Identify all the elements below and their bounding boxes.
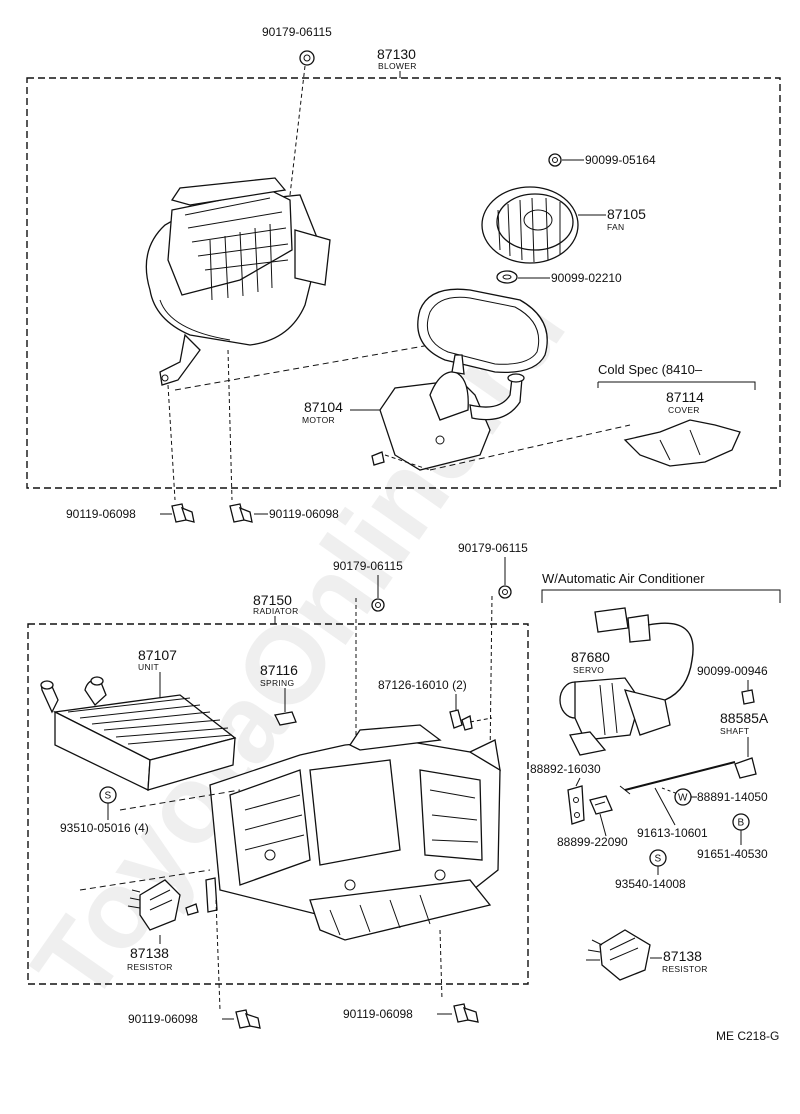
caption-spring: SPRING [260, 678, 294, 688]
label-screw-b: 91651-40530 [697, 847, 768, 861]
svg-text:W: W [678, 793, 688, 804]
resistor2-icon [586, 929, 651, 981]
label-motor-part: 87104 [304, 399, 343, 415]
blower-boundary [26, 77, 781, 489]
svg-text:S: S [655, 854, 662, 865]
label-connector: 88899-22090 [557, 835, 628, 849]
caption-resistor: RESISTOR [127, 962, 173, 972]
screw-s2-marker: S [649, 849, 667, 867]
clip-c-icon [449, 709, 473, 731]
motor-icon [379, 354, 525, 471]
caption-servo: SERVO [573, 665, 604, 675]
motor-screw-icon [371, 451, 385, 466]
label-washer: 90099-02210 [551, 271, 622, 285]
bolt-left-icon [171, 503, 195, 523]
spring-icon [274, 711, 297, 726]
auto-ac-group: W/Automatic Air Conditioner 87680 SERVO … [530, 571, 781, 981]
washer-icon [496, 270, 518, 284]
servo-icon [559, 607, 694, 756]
label-radiator-part: 87150 [253, 592, 292, 608]
label-screw-s: 93540-14008 [615, 877, 686, 891]
nut-icon [548, 153, 562, 167]
label-bracket: 88892-16030 [530, 762, 601, 776]
label-cold-spec: Cold Spec (8410– [598, 362, 703, 377]
label-unit-part: 87107 [138, 647, 177, 663]
caption-fan: FAN [607, 222, 624, 232]
label-clip-b: 90179-06115 [458, 541, 528, 555]
label-clip-a: 90179-06115 [333, 559, 403, 573]
clip-top-icon [299, 50, 315, 66]
screw-b-marker: B [732, 813, 750, 831]
bolt-right-icon [229, 503, 253, 523]
watermark: ToyotaOnline.ru [9, 269, 589, 1024]
connector-icon [589, 795, 613, 815]
caption-resistor2: RESISTOR [662, 964, 708, 974]
label-rod: 91613-10601 [637, 826, 708, 840]
label-servo-part: 87680 [571, 649, 610, 665]
label-screw: 93510-05016 (4) [60, 821, 149, 835]
label-blower-part: 87130 [377, 46, 416, 62]
caption-motor: MOTOR [302, 415, 335, 425]
label-radiator-bolt-right: 90119-06098 [343, 1007, 413, 1021]
fan-icon [481, 186, 579, 264]
svg-text:S: S [105, 791, 112, 802]
cover-icon [623, 419, 741, 467]
clip-w-marker: W [674, 788, 692, 806]
bolt-radiator-left-icon [235, 1009, 261, 1029]
caption-cover: COVER [668, 405, 700, 415]
blower-group: 90179-06115 87130 BLOWER [26, 25, 781, 523]
label-radiator-bolt-left: 90119-06098 [128, 1012, 198, 1026]
shaft-icon [619, 757, 757, 795]
label-shaft-part: 88585A [720, 710, 769, 726]
radiator-group: 87150 RADIATOR 90179-06115 90179-06115 8… [27, 541, 529, 1029]
label-resistor2-part: 87138 [663, 948, 702, 964]
blower-housing-icon [145, 177, 331, 386]
bolt-radiator-right-icon [453, 1003, 479, 1023]
label-resistor-part: 87138 [130, 945, 169, 961]
resistor-icon [127, 879, 199, 931]
label-cover-part: 87114 [666, 389, 704, 405]
label-blower-bolt-left: 90119-06098 [66, 507, 136, 521]
label-clip-w: 88891-14050 [697, 790, 768, 804]
label-servo-bolt: 90099-00946 [697, 664, 768, 678]
label-clip-top: 90179-06115 [262, 25, 332, 39]
label-spring-part: 87116 [260, 662, 298, 678]
svg-text:B: B [738, 818, 745, 829]
label-nut: 90099-05164 [585, 153, 656, 167]
label-auto-ac: W/Automatic Air Conditioner [542, 571, 705, 586]
label-clip-c: 87126-16010 (2) [378, 678, 467, 692]
caption-shaft: SHAFT [720, 726, 749, 736]
bracket-icon [567, 785, 585, 825]
gasket-icon [417, 288, 548, 374]
servo-bolt-icon [741, 689, 755, 705]
heater-case-icon [205, 724, 501, 941]
caption-blower: BLOWER [378, 61, 417, 71]
caption-unit: UNIT [138, 662, 159, 672]
screw-s-marker: S [99, 786, 117, 804]
label-blower-bolt-right: 90119-06098 [269, 507, 339, 521]
label-fan-part: 87105 [607, 206, 646, 222]
diagram-code: ME C218-G [716, 1029, 779, 1043]
clip-a-icon [371, 598, 385, 612]
radiator-boundary [27, 623, 529, 985]
heater-core-icon [40, 676, 237, 792]
caption-radiator: RADIATOR [253, 606, 299, 616]
clip-b-icon [498, 585, 512, 599]
